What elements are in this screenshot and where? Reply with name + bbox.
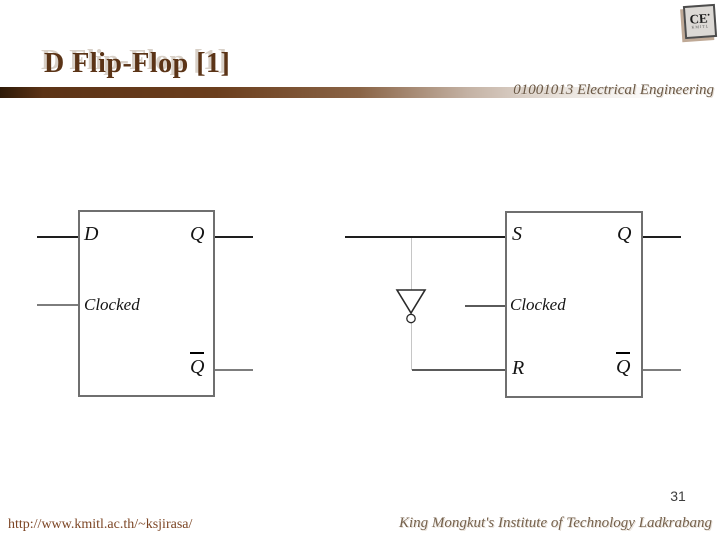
wire-qbar-output-left	[215, 369, 253, 371]
page-number: 31	[670, 488, 686, 504]
pin-label-qbar-right: Q	[616, 352, 631, 377]
pin-label-clocked-left: Clocked	[84, 295, 140, 314]
pin-label-q-left: Q	[190, 223, 205, 245]
pin-label-qbar-left: Q	[190, 352, 205, 377]
logo-subtext: KMITL	[691, 23, 710, 30]
wire-s-input	[345, 236, 505, 238]
wire-q-output-right	[643, 236, 681, 238]
wire-r-input	[412, 369, 505, 371]
pin-label-d: D	[84, 223, 99, 245]
wire-qbar-output-right	[643, 369, 681, 371]
sr-flipflop-box	[505, 211, 643, 398]
slide-title: D Flip-Flop [1]	[44, 48, 231, 79]
footer-institute: King Mongkut's Institute of Technology L…	[398, 515, 712, 531]
wire-clocked-input-right	[465, 305, 505, 307]
footer-url: http://www.kmitl.ac.th/~ksjirasa/	[8, 517, 193, 532]
not-gate-icon	[395, 289, 427, 324]
header-gradient-bar	[0, 87, 720, 98]
wire-d-input	[37, 236, 78, 238]
pin-label-r: R	[512, 357, 525, 379]
course-code: 01001013 Electrical Engineering	[513, 82, 714, 98]
pin-label-s: S	[512, 223, 522, 245]
pin-label-clocked-right: Clocked	[510, 295, 566, 314]
wire-clocked-input-left	[37, 304, 78, 306]
pin-label-q-right: Q	[617, 223, 632, 245]
d-flipflop-box	[78, 210, 215, 397]
ce-chip-logo-icon: CE• KMITL	[682, 3, 718, 40]
wire-q-output-left	[215, 236, 253, 238]
